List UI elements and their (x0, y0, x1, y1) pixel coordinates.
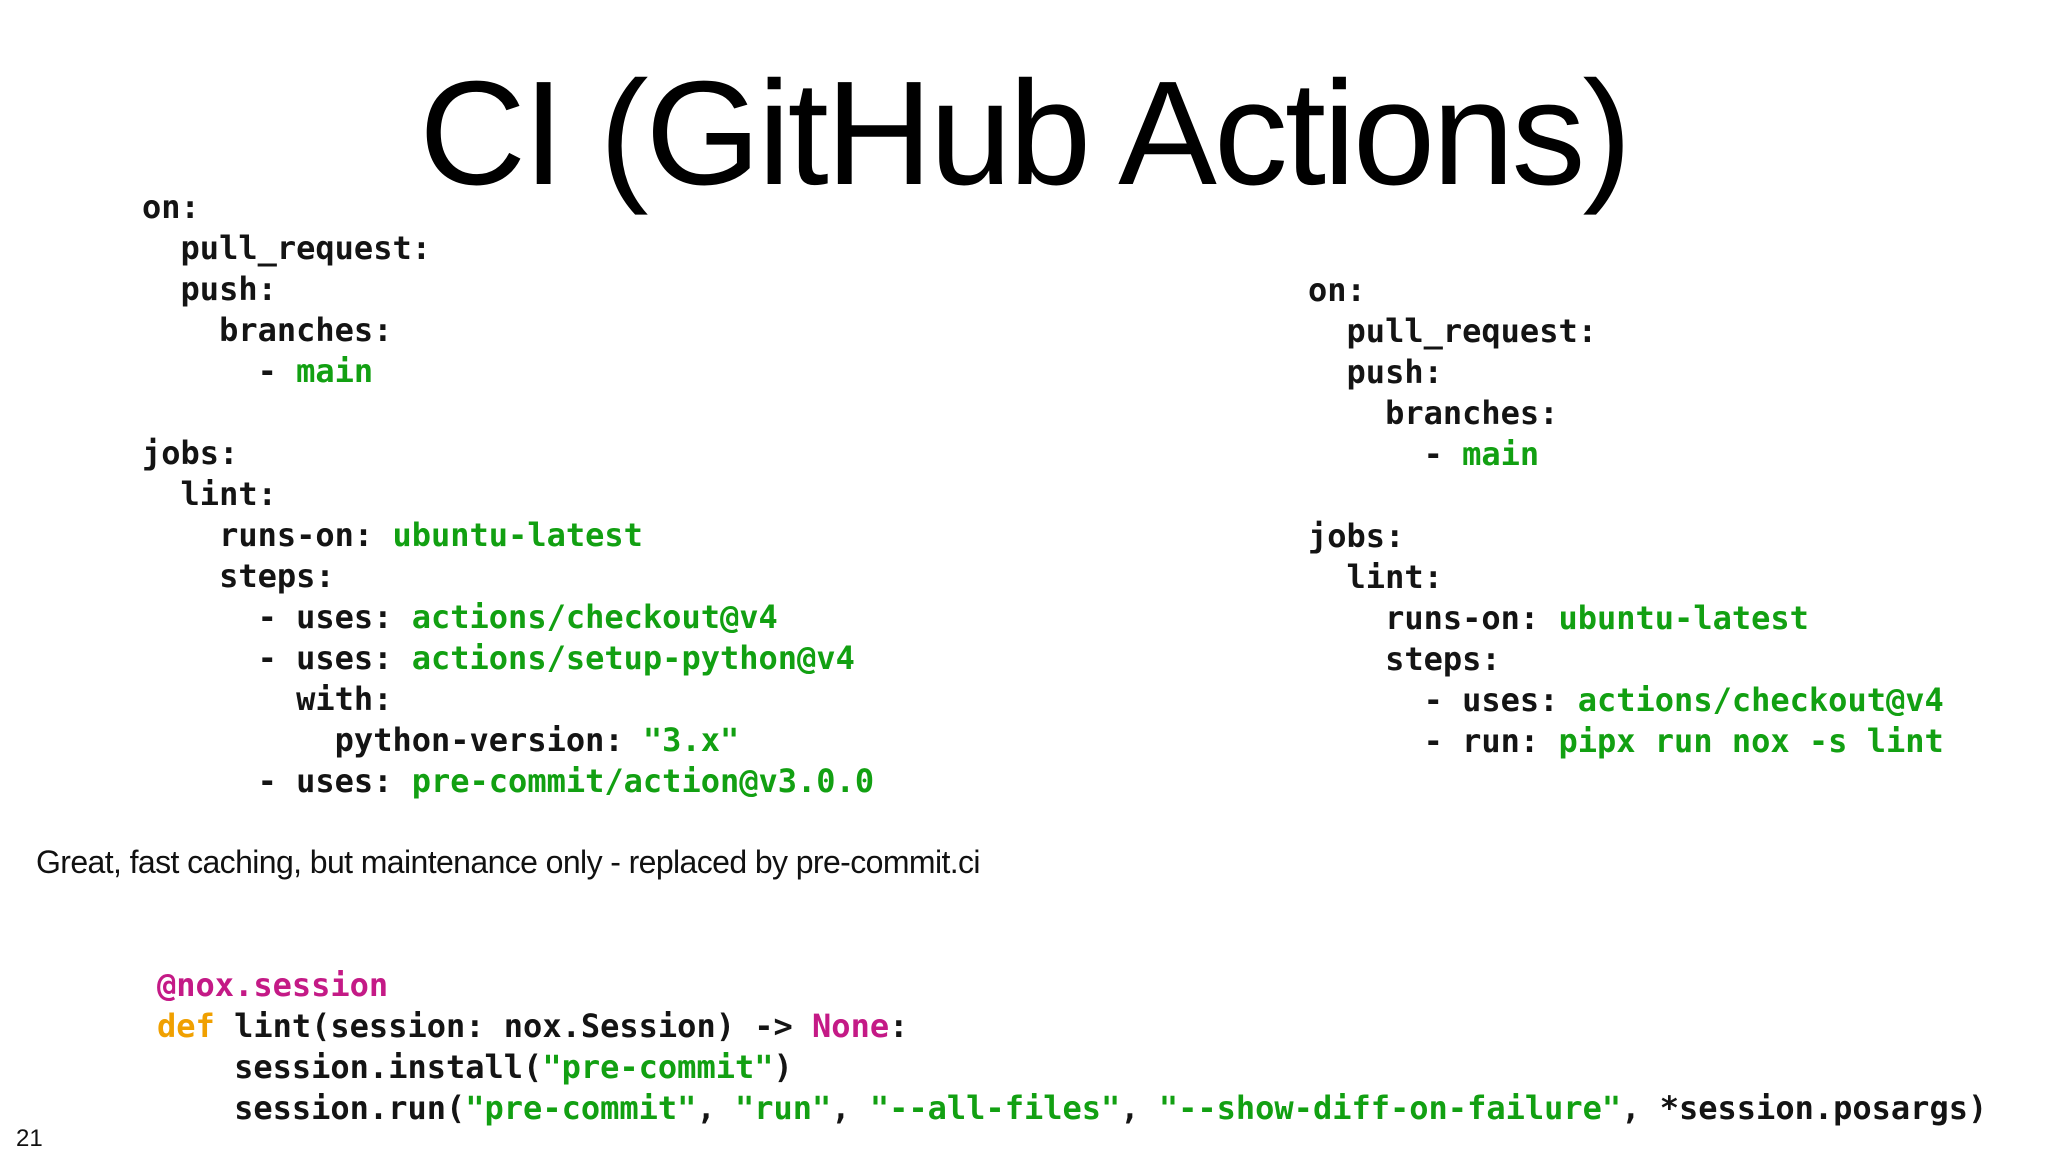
code-token-val: actions/checkout@v4 (1577, 681, 1944, 719)
code-token-str: "--all-files" (869, 1089, 1121, 1127)
code-line: session.install("pre-commit") (157, 1047, 1987, 1088)
yaml-workflow-nox: on: pull_request: push: branches: - main… (1308, 270, 1944, 762)
code-line: runs-on: ubuntu-latest (1308, 598, 1944, 639)
slide-note: Great, fast caching, but maintenance onl… (36, 844, 981, 880)
code-line: push: (1308, 352, 1944, 393)
code-text: lint: (142, 475, 277, 513)
slide-title: CI (GitHub Actions) (419, 51, 1632, 216)
code-token-val: ubuntu-latest (1558, 599, 1809, 637)
code-token-str: "pre-commit" (465, 1089, 697, 1127)
code-text: , *session.posargs) (1621, 1089, 1988, 1127)
code-line: - run: pipx run nox -s lint (1308, 721, 1944, 762)
code-line: with: (142, 679, 874, 720)
code-line: session.run("pre-commit", "run", "--all-… (157, 1088, 1987, 1129)
code-line: def lint(session: nox.Session) -> None: (157, 1006, 1987, 1047)
page-number: 21 (16, 1125, 43, 1152)
code-text: session.run( (157, 1089, 466, 1127)
code-text: jobs: (1308, 517, 1405, 555)
code-text: - run: (1308, 722, 1559, 760)
code-line: lint: (1308, 557, 1944, 598)
code-line: steps: (142, 556, 874, 597)
code-token-val: actions/setup-python@v4 (411, 639, 855, 677)
code-text: - (1308, 435, 1463, 473)
code-token-str: "--show-diff-on-failure" (1158, 1089, 1622, 1127)
code-token-val: actions/checkout@v4 (411, 598, 778, 636)
code-text: runs-on: (142, 516, 393, 554)
code-line: pull_request: (1308, 311, 1944, 352)
code-text: - uses: (142, 639, 412, 677)
code-token-str: "pre-commit" (542, 1048, 774, 1086)
code-text: runs-on: (1308, 599, 1559, 637)
code-line: branches: (142, 310, 874, 351)
code-token-val: main (296, 352, 374, 390)
code-text: on: (1308, 271, 1366, 309)
code-token-val: ubuntu-latest (392, 516, 643, 554)
code-token-str: "3.x" (642, 721, 740, 759)
code-text: lint(session: nox.Session) -> (214, 1007, 813, 1045)
code-text: , (1120, 1089, 1159, 1127)
yaml-workflow-precommit-action: on: pull_request: push: branches: - main… (142, 187, 874, 802)
code-token-kw: def (157, 1007, 215, 1045)
code-text: lint: (1308, 558, 1443, 596)
code-text: push: (142, 270, 277, 308)
code-line: on: (142, 187, 874, 228)
code-line: runs-on: ubuntu-latest (142, 515, 874, 556)
code-text: - uses: (1308, 681, 1578, 719)
code-token-val: pipx run nox -s lint (1558, 722, 1944, 760)
code-text: ) (773, 1048, 793, 1086)
code-line: - uses: actions/checkout@v4 (1308, 680, 1944, 721)
code-text: , (831, 1089, 870, 1127)
code-line: steps: (1308, 639, 1944, 680)
code-text: jobs: (142, 434, 239, 472)
code-token-str: "run" (734, 1089, 832, 1127)
code-text: pull_request: (1308, 312, 1597, 350)
code-text: : (889, 1007, 909, 1045)
code-line: - uses: actions/checkout@v4 (142, 597, 874, 638)
code-text: - uses: (142, 762, 412, 800)
code-line: on: (1308, 270, 1944, 311)
code-token-val: pre-commit/action@v3.0.0 (411, 762, 875, 800)
code-line (142, 392, 874, 433)
code-text: , (696, 1089, 735, 1127)
code-text: branches: (142, 311, 393, 349)
code-text: session.install( (157, 1048, 543, 1086)
code-token-val: main (1462, 435, 1540, 473)
code-line: - uses: pre-commit/action@v3.0.0 (142, 761, 875, 802)
code-line (1308, 475, 1944, 516)
code-line: - main (1308, 434, 1944, 475)
code-text: on: (142, 188, 200, 226)
code-text: pull_request: (142, 229, 431, 267)
code-text: branches: (1308, 394, 1559, 432)
code-line: python-version: "3.x" (142, 720, 874, 761)
code-text: push: (1308, 353, 1443, 391)
code-text: - (142, 352, 297, 390)
code-text: steps: (1308, 640, 1501, 678)
code-text: - uses: (142, 598, 412, 636)
code-token-dec: @nox.session (157, 966, 389, 1004)
code-line: jobs: (1308, 516, 1944, 557)
code-line: lint: (142, 474, 874, 515)
code-token-const: None (812, 1007, 890, 1045)
code-text: steps: (142, 557, 335, 595)
code-text: python-version: (142, 721, 643, 759)
code-line: - main (142, 351, 874, 392)
code-line: @nox.session (157, 965, 1987, 1006)
code-text: with: (142, 680, 393, 718)
code-line: branches: (1308, 393, 1944, 434)
code-line: jobs: (142, 433, 874, 474)
code-line: pull_request: (142, 228, 874, 269)
code-line: - uses: actions/setup-python@v4 (142, 638, 874, 679)
code-line: push: (142, 269, 874, 310)
